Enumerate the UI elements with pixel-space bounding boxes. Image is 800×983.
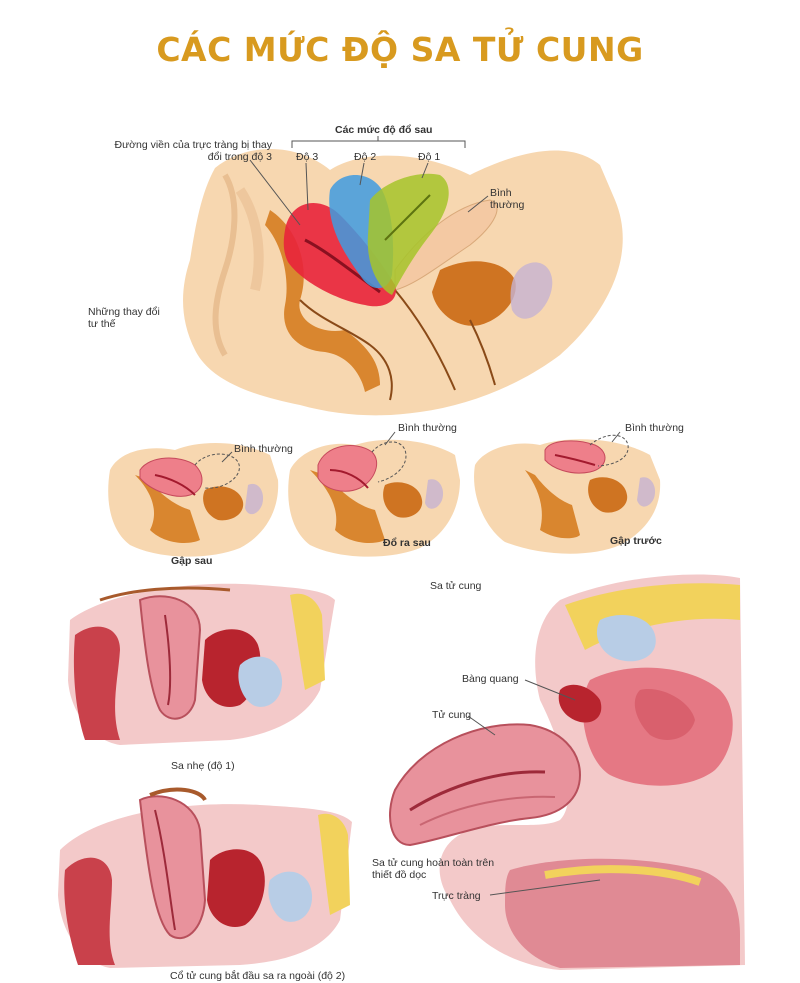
- top-normal-label: Bình thường: [490, 187, 525, 211]
- panel-retroflexion: [108, 443, 279, 557]
- sacrum: [212, 173, 238, 357]
- degrees-header: Các mức độ đổ sau: [335, 124, 433, 136]
- mild-prolapse-section: [68, 583, 335, 745]
- panel-retroversion: [288, 431, 460, 557]
- degree-3-label: Độ 3: [296, 151, 319, 163]
- complete-prolapse-section: [389, 574, 745, 970]
- cervix-out-section: [58, 787, 352, 968]
- prolapse-section-title: Sa tử cung: [430, 580, 482, 592]
- uterus-degree-1: [367, 173, 449, 295]
- uterus-label: Tử cung: [432, 709, 472, 721]
- anteflexion-caption: Gập trước: [610, 535, 662, 547]
- mild-prolapse-caption: Sa nhẹ (độ 1): [171, 760, 235, 772]
- panel-3-normal-label: Bình thường: [625, 422, 684, 434]
- rectum-contour-note: Đường viền của trực tràng bị thay đổi tr…: [114, 139, 272, 163]
- bladder: [432, 261, 516, 326]
- posture-changes-label: Những thay đổi tư thế: [88, 306, 160, 330]
- panel-1-normal-label: Bình thường: [234, 443, 293, 455]
- rectum-label: Trực tràng: [432, 890, 481, 902]
- page-title: CÁC MỨC ĐỘ SA TỬ CUNG: [156, 30, 644, 69]
- retroversion-caption: Đổ ra sau: [383, 537, 431, 549]
- complete-prolapse-caption: Sa tử cung hoàn toàn trên thiết đồ dọc: [372, 857, 495, 881]
- bladder-label: Bàng quang: [462, 673, 519, 685]
- panel-2-normal-label: Bình thường: [398, 422, 457, 434]
- pubic-bone: [510, 262, 553, 319]
- retroflexion-caption: Gập sau: [171, 555, 213, 567]
- panel-anteflexion: [474, 431, 661, 554]
- cervix-out-caption: Cổ tử cung bắt đầu sa ra ngoài (độ 2): [170, 970, 346, 982]
- degree-1-label: Độ 1: [418, 151, 441, 163]
- degree-2-label: Độ 2: [354, 151, 377, 163]
